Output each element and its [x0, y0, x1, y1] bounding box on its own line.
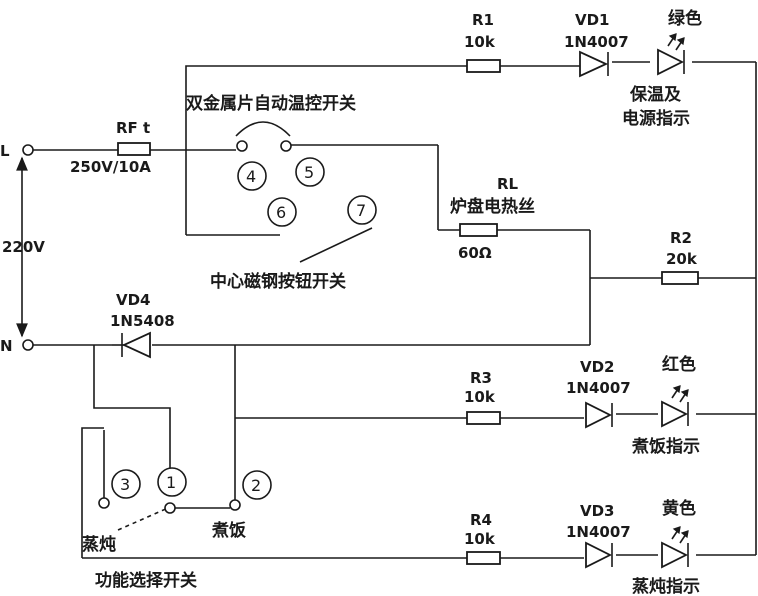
resistor-r2 [661, 271, 699, 285]
heater-label: 炉盘电热丝 [450, 196, 535, 217]
fuse-symbol [117, 142, 151, 156]
terminal-l [22, 144, 34, 156]
vd1-part: 1N4007 [564, 33, 629, 51]
led-green-label-1: 保温及 [629, 84, 682, 105]
function-switch-label: 功能选择开关 [95, 570, 197, 591]
wires [21, 61, 757, 559]
vd3-part: 1N4007 [566, 523, 631, 541]
heater-name: RL [497, 175, 519, 193]
pin-3-label: 3 [120, 475, 130, 494]
pin-4 [237, 161, 267, 191]
led-yellow-color: 黄色 [662, 498, 696, 519]
pin-1 [157, 467, 187, 497]
vd3-name: VD3 [580, 502, 615, 520]
vd4-name: VD4 [116, 291, 151, 309]
thermostat-contact-left [236, 140, 248, 152]
thermostat-contact-right [280, 140, 292, 152]
heater-value: 60Ω [458, 244, 492, 262]
vd4-part: 1N5408 [110, 312, 175, 330]
led-green [657, 33, 685, 76]
led-green-color: 绿色 [668, 8, 702, 29]
thermostat-label: 双金属片自动温控开关 [186, 93, 356, 114]
arrow-up-icon [16, 156, 28, 171]
fuse-rating: 250V/10A [70, 158, 151, 176]
resistor-r4 [466, 551, 501, 565]
led-red-color: 红色 [662, 354, 696, 375]
pin-6-label: 6 [276, 203, 286, 222]
r3-value: 10k [464, 388, 496, 406]
led-yellow [661, 526, 689, 569]
center-switch-label: 中心磁钢按钮开关 [210, 271, 346, 292]
diode-vd3 [585, 541, 613, 569]
function-pos-steam: 蒸炖 [82, 534, 116, 555]
diode-vd2 [585, 401, 613, 429]
voltage-label: 220V [2, 238, 45, 256]
switch-contact-steam [98, 497, 110, 509]
vd2-part: 1N4007 [566, 379, 631, 397]
r4-name: R4 [470, 511, 492, 529]
diode-vd1 [579, 50, 609, 78]
terminal-n-label: N [0, 337, 13, 355]
terminal-l-label: L [0, 142, 10, 160]
pin-3 [111, 469, 141, 499]
led-red [661, 385, 689, 428]
diode-vd4 [112, 331, 151, 359]
vd1-name: VD1 [575, 11, 610, 29]
resistor-r3 [466, 411, 501, 425]
pin-2-label: 2 [251, 476, 261, 495]
function-pos-cook: 煮饭 [211, 520, 246, 541]
led-yellow-label: 蒸炖指示 [632, 576, 700, 596]
vd2-name: VD2 [580, 358, 615, 376]
pin-5 [295, 157, 325, 187]
led-red-label: 煮饭指示 [631, 436, 700, 457]
pin-6 [267, 197, 297, 227]
r4-value: 10k [464, 530, 496, 548]
led-green-label-2: 电源指示 [622, 108, 690, 129]
pin-5-label: 5 [304, 163, 314, 182]
arrow-down-icon [16, 323, 28, 338]
terminal-n [22, 339, 34, 351]
r2-name: R2 [670, 229, 692, 247]
pin-7-label: 7 [356, 201, 366, 220]
pin-7 [347, 195, 377, 225]
fuse-name: RF t [116, 119, 150, 137]
r1-value: 10k [464, 33, 496, 51]
resistor-r1 [466, 59, 501, 73]
pin-2 [242, 470, 272, 500]
pin-1-label: 1 [166, 473, 176, 492]
pin-4-label: 4 [246, 167, 256, 186]
bimetal-icon [235, 121, 291, 137]
r2-value: 20k [666, 250, 698, 268]
r1-name: R1 [472, 11, 494, 29]
heater-rl [459, 223, 498, 237]
switch-contact-cook [229, 499, 241, 511]
switch-contact-common [164, 502, 176, 514]
r3-name: R3 [470, 369, 492, 387]
